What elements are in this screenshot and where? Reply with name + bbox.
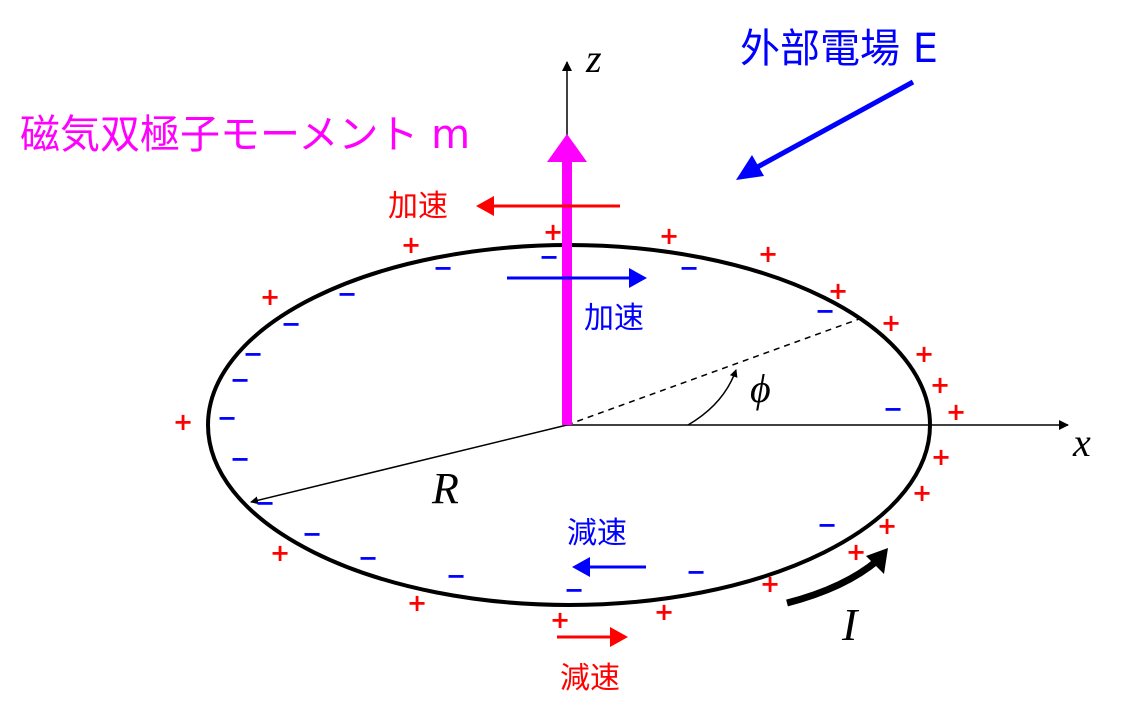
minus-charge: − xyxy=(281,310,301,338)
magnetic-moment-label: 磁気双極子モーメント m xyxy=(20,112,470,158)
current-arrow-shaft xyxy=(786,557,881,607)
plus-charge: + xyxy=(881,309,901,337)
minus-charges: − − − − − − − − − − − − − − − − − − xyxy=(217,243,903,604)
minus-charge: − xyxy=(230,445,250,473)
decel-bottom-red-arrowhead xyxy=(610,627,628,647)
accel-top-outer-label: 加速 xyxy=(388,189,448,224)
current-label: I xyxy=(841,599,860,650)
radius-line xyxy=(250,424,568,505)
minus-charge: − xyxy=(337,280,357,308)
minus-charge: − xyxy=(243,340,263,368)
plus-charge: + xyxy=(270,539,290,567)
phi-label: ϕ xyxy=(750,366,771,411)
plus-charge: + xyxy=(173,408,193,436)
plus-charge: + xyxy=(543,218,563,246)
radius-label: R xyxy=(431,464,459,513)
minus-charge: − xyxy=(358,544,378,572)
accel-top-red-arrowhead xyxy=(476,196,494,216)
plus-charge: + xyxy=(930,371,950,399)
plus-charges: + + + + + + + + + + + + + + + + + + + + xyxy=(173,218,966,634)
current-arrowhead xyxy=(866,548,888,574)
plus-charge: + xyxy=(260,283,280,311)
plus-charge: + xyxy=(760,570,780,598)
minus-charge: − xyxy=(817,511,837,539)
plus-charge: + xyxy=(912,479,932,507)
plus-charge: + xyxy=(846,538,866,566)
minus-charge: − xyxy=(883,395,903,423)
minus-charge: − xyxy=(815,297,835,325)
plus-charge: + xyxy=(659,222,679,250)
minus-charge: − xyxy=(686,558,706,586)
minus-charge: − xyxy=(230,366,250,394)
decel-bottom-outer-label: 減速 xyxy=(560,661,620,696)
minus-charge: − xyxy=(433,254,453,282)
minus-charge: − xyxy=(446,562,466,590)
external-field-label: 外部電場 E xyxy=(740,26,938,72)
decel-bottom-inner-label: 減速 xyxy=(567,516,627,551)
decel-bottom-blue-arrowhead xyxy=(572,557,590,577)
z-axis-label: z xyxy=(585,36,602,81)
magnetic-moment-shaft xyxy=(562,160,572,425)
phi-angle-arc xyxy=(687,369,738,426)
minus-charge: − xyxy=(539,243,559,271)
plus-charge: + xyxy=(931,443,951,471)
plus-charge: + xyxy=(758,240,778,268)
phi-radius-dashed xyxy=(566,317,863,426)
accel-top-blue-arrowhead xyxy=(629,268,647,288)
plus-charge: + xyxy=(828,277,848,305)
plus-charge: + xyxy=(550,606,570,634)
minus-charge: − xyxy=(217,404,237,432)
plus-charge: + xyxy=(654,598,674,626)
plus-charge: + xyxy=(946,398,966,426)
minus-charge: − xyxy=(302,520,322,548)
plus-charge: + xyxy=(877,512,897,540)
x-axis-label: x xyxy=(1072,420,1091,465)
plus-charge: + xyxy=(407,589,427,617)
external-field-arrowhead xyxy=(736,155,764,180)
plus-charge: + xyxy=(401,231,421,259)
magnetic-moment-arrowhead xyxy=(547,134,587,162)
minus-charge: − xyxy=(255,489,275,517)
accel-top-inner-label: 加速 xyxy=(584,301,644,336)
minus-charge: − xyxy=(679,254,699,282)
minus-charge: − xyxy=(564,576,584,604)
plus-charge: + xyxy=(914,340,934,368)
external-field-shaft xyxy=(750,79,915,173)
